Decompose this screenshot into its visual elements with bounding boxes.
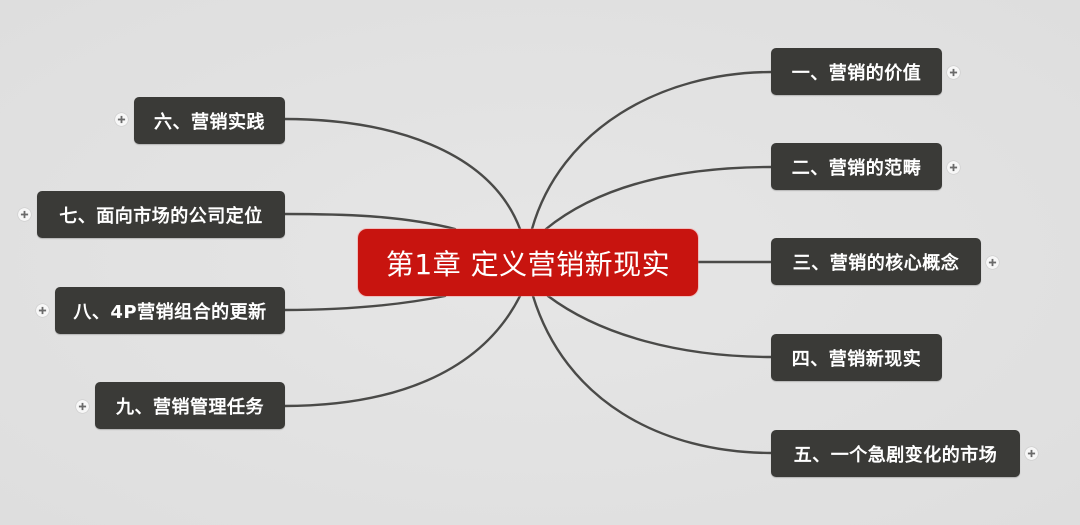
expand-topic-6-button[interactable]	[115, 113, 128, 126]
topic-label: 九、营销管理任务	[116, 396, 264, 418]
topic-label: 二、营销的范畴	[791, 157, 922, 179]
expand-topic-2-button[interactable]	[947, 161, 960, 174]
topic-management-tasks[interactable]: 九、营销管理任务	[95, 382, 285, 429]
topic-label: 七、面向市场的公司定位	[59, 205, 263, 227]
topic-label: 五、一个急剧变化的市场	[793, 444, 998, 466]
topic-label: 四、营销新现实	[791, 348, 922, 370]
topic-label: 六、营销实践	[154, 111, 265, 133]
plus-icon	[949, 163, 958, 172]
topic-marketing-scope[interactable]: 二、营销的范畴	[771, 143, 942, 190]
topic-label: 一、营销的价值	[791, 62, 922, 84]
connector-root-to-topic-6	[282, 117, 522, 231]
connector-root-to-topic-2	[544, 165, 774, 231]
connector-root-to-topic-9	[282, 294, 522, 408]
connector-root-to-topic-1	[530, 70, 774, 231]
topic-label: 三、营销的核心概念	[792, 252, 960, 274]
plus-icon	[949, 68, 958, 77]
expand-topic-5-button[interactable]	[1025, 447, 1038, 460]
expand-topic-3-button[interactable]	[986, 256, 999, 269]
plus-icon	[78, 402, 87, 411]
topic-marketing-practice[interactable]: 六、营销实践	[134, 97, 285, 144]
plus-icon	[117, 115, 126, 124]
connector-root-to-topic-8	[282, 294, 447, 312]
expand-topic-1-button[interactable]	[947, 66, 960, 79]
topic-core-concepts[interactable]: 三、营销的核心概念	[771, 238, 981, 285]
connector-root-to-topic-7	[282, 212, 457, 231]
plus-icon	[988, 258, 997, 267]
expand-topic-8-button[interactable]	[36, 304, 49, 317]
topic-4p-update[interactable]: 八、4P营销组合的更新	[55, 287, 285, 334]
plus-icon	[1027, 449, 1036, 458]
topic-new-realities[interactable]: 四、营销新现实	[771, 334, 942, 381]
topic-changing-market[interactable]: 五、一个急剧变化的市场	[771, 430, 1020, 477]
topic-label: 八、4P营销组合的更新	[73, 301, 267, 323]
plus-icon	[20, 210, 29, 219]
connector-root-to-topic-5	[531, 294, 774, 455]
root-topic[interactable]: 第1章 定义营销新现实	[358, 229, 698, 296]
root-topic-label: 第1章 定义营销新现实	[385, 247, 671, 281]
topic-marketing-value[interactable]: 一、营销的价值	[771, 48, 942, 95]
connector-root-to-topic-4	[546, 294, 774, 359]
expand-topic-9-button[interactable]	[76, 400, 89, 413]
expand-topic-7-button[interactable]	[18, 208, 31, 221]
topic-market-oriented-company[interactable]: 七、面向市场的公司定位	[37, 191, 285, 238]
plus-icon	[38, 306, 47, 315]
